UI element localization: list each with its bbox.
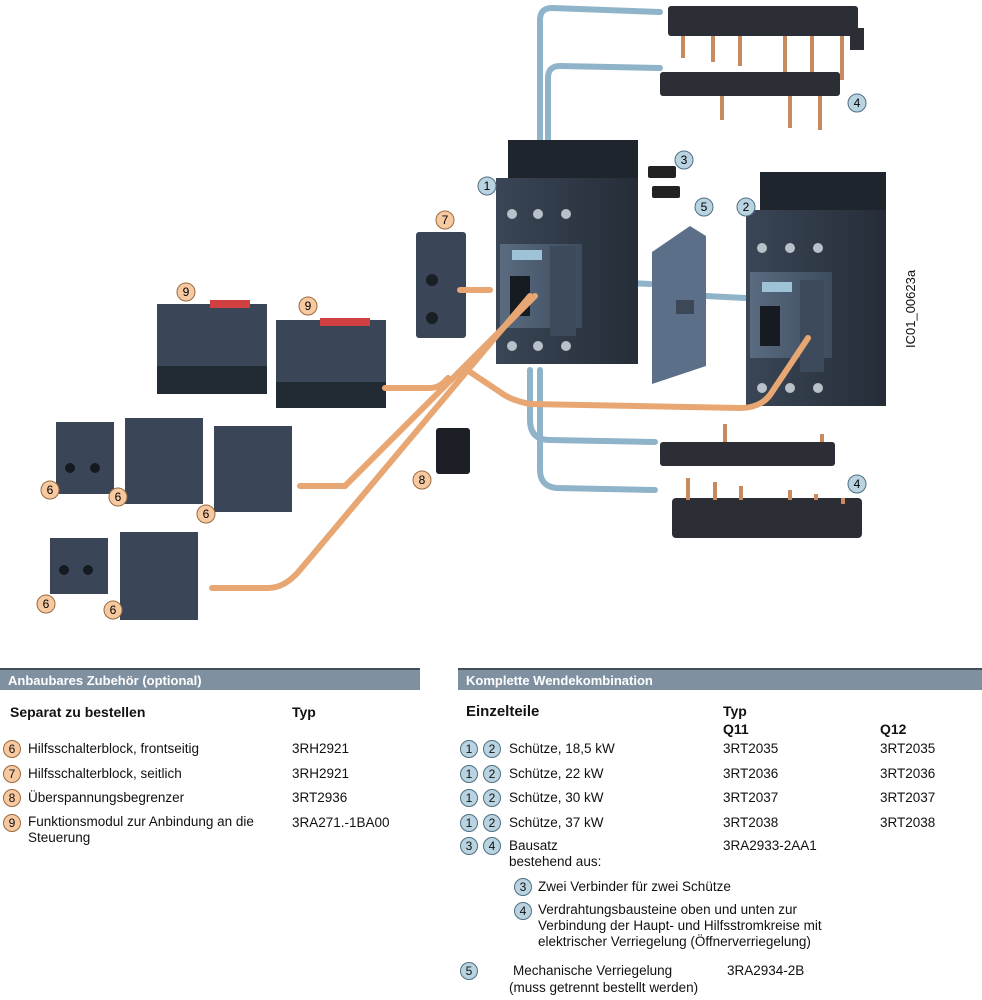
accessory-label: Hilfsschalterblock, seitlich	[28, 766, 182, 781]
svg-text:6: 6	[203, 507, 210, 521]
q12-heading: Q12	[880, 721, 907, 737]
q11-type: 3RT2035	[723, 741, 779, 756]
badge-1: 1	[460, 789, 478, 807]
q12-type: 3RT2036	[880, 766, 936, 781]
callout-6b: 6	[108, 487, 128, 507]
q11-heading: Q11	[723, 721, 749, 737]
components-heading: Einzelteile	[466, 703, 540, 720]
svg-text:4: 4	[854, 477, 861, 491]
mechanical-interlock	[652, 226, 706, 384]
mechanical-interlock-type: 3RA2934-2B	[727, 963, 805, 978]
badge-2: 2	[483, 814, 501, 832]
callout-4-bottom: 4	[847, 474, 867, 494]
function-modules	[157, 300, 386, 408]
contactor-label: Schütze, 37 kW	[509, 815, 604, 830]
badge-1: 1	[460, 814, 478, 832]
svg-text:5: 5	[701, 200, 708, 214]
badge-2: 2	[483, 789, 501, 807]
contactor-label: Schütze, 18,5 kW	[509, 741, 615, 756]
svg-text:6: 6	[115, 490, 122, 504]
svg-text:6: 6	[110, 603, 117, 617]
accessory-type: 3RH2921	[292, 741, 350, 756]
mechanical-interlock-note: (muss getrennt bestellt werden)	[509, 980, 699, 995]
callout-4-top: 4	[847, 93, 867, 113]
kit-item-label: Zwei Verbinder für zwei Schütze	[538, 879, 731, 894]
badge-1: 1	[460, 740, 478, 758]
product-illustration: IC01_00623a 1 2 3 4 4 5 6 6 6 6 6 7 8 9 …	[36, 4, 918, 620]
accessory-label: Funktionsmodul zur Anbindung an die Steu…	[28, 814, 254, 845]
callout-6e: 6	[103, 600, 123, 620]
wiring-module-top-3	[660, 6, 864, 130]
badge-9: 9	[3, 814, 21, 832]
contactor-q11	[496, 140, 638, 364]
callout-6c: 6	[196, 504, 216, 524]
svg-text:6: 6	[47, 483, 54, 497]
badge-7: 7	[3, 765, 21, 783]
contactor-label: Schütze, 30 kW	[509, 790, 604, 805]
callout-9a: 9	[176, 282, 196, 302]
svg-text:9: 9	[183, 285, 190, 299]
contactor-label: Schütze, 22 kW	[509, 766, 604, 781]
q11-type: 3RT2036	[723, 766, 779, 781]
kit-item-label: Verdrahtungsbausteine oben und unten zur…	[538, 902, 822, 949]
badge-6: 6	[3, 740, 21, 758]
accessories-header: Anbaubares Zubehör (optional)	[0, 668, 420, 690]
callout-7: 7	[435, 210, 455, 230]
svg-text:2: 2	[743, 200, 750, 214]
connectors-3	[648, 166, 680, 198]
mechanical-interlock-label: Mechanische Verriegelung	[513, 963, 673, 978]
callout-9b: 9	[298, 296, 318, 316]
q11-type: 3RT2037	[723, 790, 779, 805]
kit-type: 3RA2933-2AA1	[723, 838, 817, 853]
svg-text:1: 1	[484, 179, 491, 193]
left-type-heading: Typ	[292, 704, 316, 720]
blue-cables	[527, 4, 748, 493]
callout-1: 1	[477, 176, 497, 196]
right-type-heading: Typ	[723, 703, 747, 719]
accessory-label: Hilfsschalterblock, frontseitig	[28, 741, 200, 756]
q12-type: 3RT2038	[880, 815, 936, 830]
svg-text:4: 4	[854, 96, 861, 110]
figure-code: IC01_00623a	[903, 269, 918, 348]
badge-5: 5	[460, 962, 478, 980]
orange-leader-lines	[209, 287, 811, 591]
svg-text:3: 3	[681, 153, 688, 167]
kit-sublabel: bestehend aus:	[509, 854, 602, 869]
badge-3: 3	[460, 837, 478, 855]
reversing-combination-header: Komplette Wendekombination	[458, 668, 982, 690]
svg-text:7: 7	[442, 213, 449, 227]
wiring-module-bottom	[660, 424, 862, 538]
badge-4: 4	[514, 902, 532, 920]
badge-2: 2	[483, 765, 501, 783]
q12-type: 3RT2035	[880, 741, 936, 756]
svg-text:8: 8	[419, 473, 426, 487]
badge-1: 1	[460, 765, 478, 783]
callout-8: 8	[412, 470, 432, 490]
callout-2: 2	[736, 197, 756, 217]
badge-4: 4	[483, 837, 501, 855]
callout-6a: 6	[40, 480, 60, 500]
aux-switch-side	[416, 232, 466, 338]
callout-3: 3	[674, 150, 694, 170]
badge-2: 2	[483, 740, 501, 758]
svg-text:9: 9	[305, 299, 312, 313]
figure-callouts: 1 2 3 4 4 5 6 6 6 6 6 7 8 9 9	[36, 93, 867, 620]
callout-5: 5	[694, 197, 714, 217]
order-separately-heading: Separat zu bestellen	[10, 704, 146, 720]
kit-label: Bausatz	[509, 838, 558, 853]
badge-8: 8	[3, 789, 21, 807]
callout-6d: 6	[36, 594, 56, 614]
surge-suppressor	[436, 428, 470, 474]
badge-3: 3	[514, 878, 532, 896]
q11-type: 3RT2038	[723, 815, 779, 830]
accessory-type: 3RT2936	[292, 790, 348, 805]
accessory-label: Überspannungsbegrenzer	[28, 790, 185, 805]
aux-switch-front-blocks	[50, 418, 292, 620]
q12-type: 3RT2037	[880, 790, 936, 805]
contactor-q12	[746, 172, 886, 406]
accessory-type: 3RA271.-1BA00	[292, 815, 390, 830]
accessory-type: 3RH2921	[292, 766, 350, 781]
svg-text:6: 6	[43, 597, 50, 611]
